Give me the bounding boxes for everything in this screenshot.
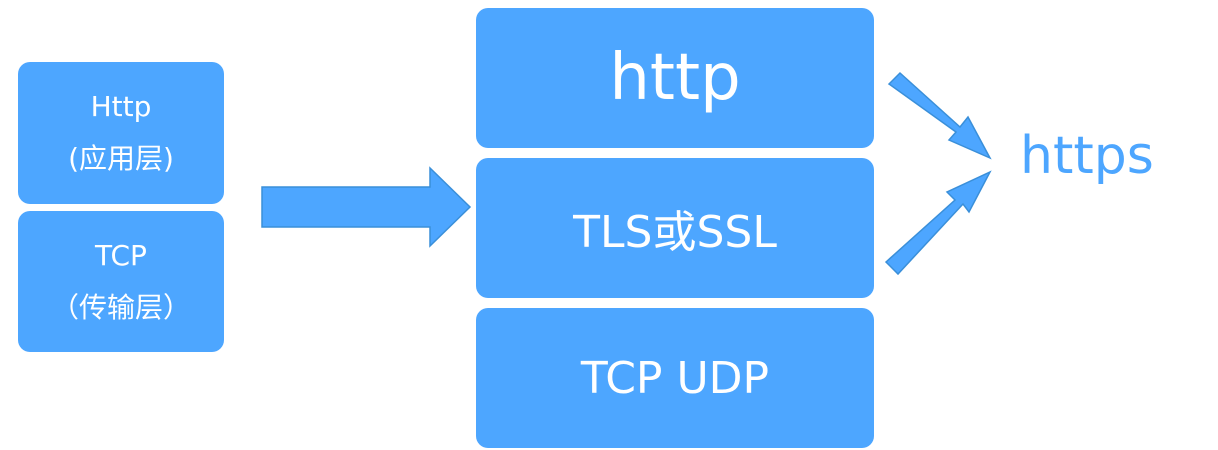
http-layer-label: http: [609, 41, 741, 115]
transport-layer-name: TCP: [95, 238, 147, 272]
upper-diagonal-arrow-icon: [887, 71, 992, 160]
transform-arrow-icon: [261, 166, 472, 248]
application-layer-box: Http (应用层): [18, 62, 224, 204]
https-result-label: https: [1020, 126, 1154, 186]
lower-diagonal-arrow-icon: [884, 170, 992, 276]
tcp-udp-layer-label: TCP UDP: [580, 352, 770, 404]
application-layer-name: Http: [90, 90, 152, 123]
tls-ssl-layer-box: TLS或SSL: [476, 158, 874, 298]
transport-layer-caption: （传输层）: [50, 290, 191, 324]
http-layer-box: http: [476, 8, 874, 148]
application-layer-caption: (应用层): [68, 142, 174, 175]
tls-ssl-layer-label: TLS或SSL: [573, 207, 777, 258]
tcp-udp-layer-box: TCP UDP: [476, 308, 874, 448]
transport-layer-box: TCP （传输层）: [18, 211, 224, 352]
